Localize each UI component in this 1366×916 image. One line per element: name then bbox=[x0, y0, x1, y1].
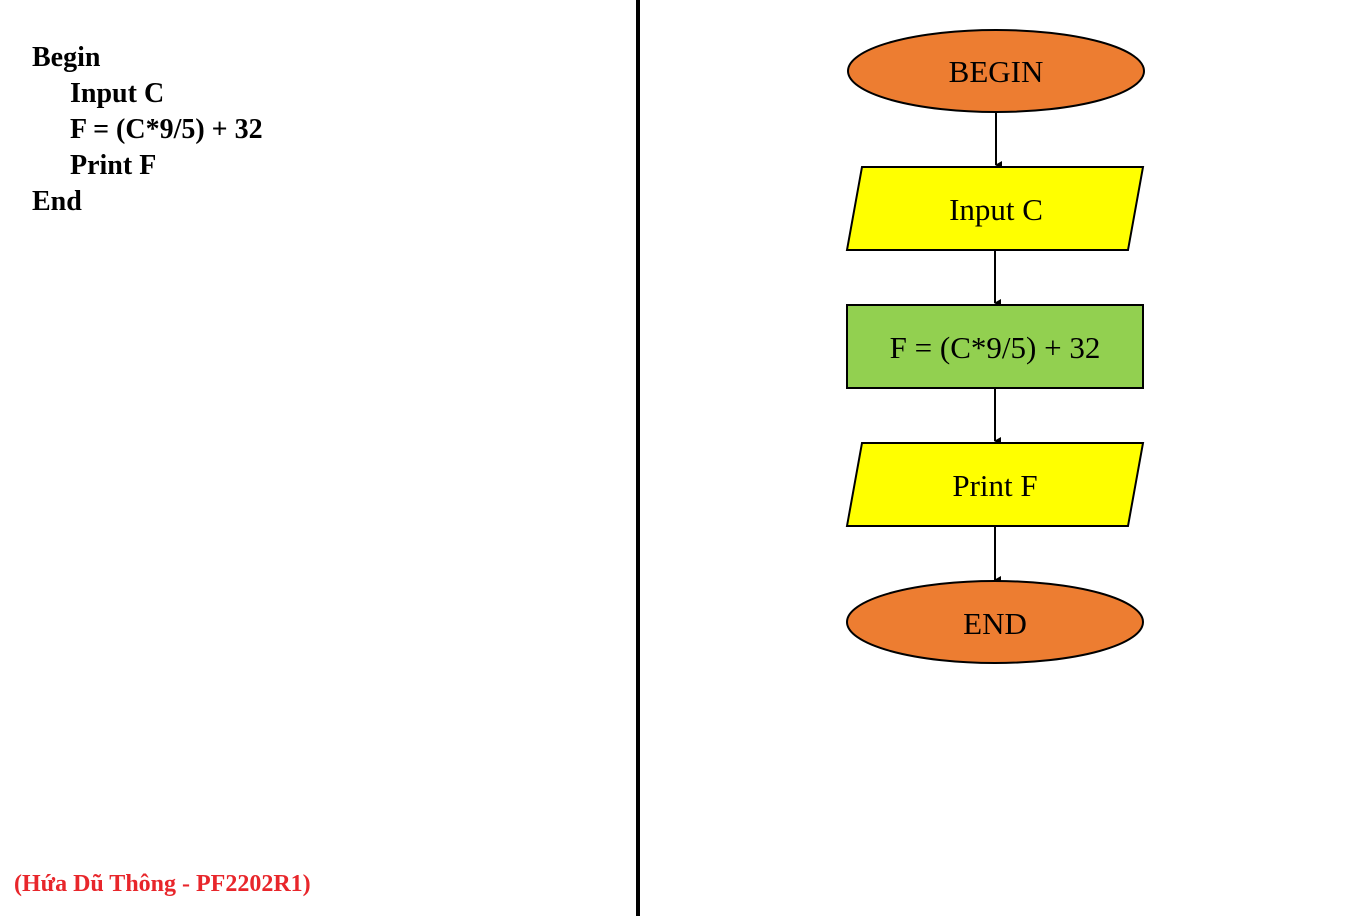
end-ellipse bbox=[846, 580, 1144, 664]
pseudocode-block: Begin Input C F = (C*9/5) + 32 Print F E… bbox=[32, 40, 263, 220]
author-credit: (Hứa Dũ Thông - PF2202R1) bbox=[14, 871, 311, 897]
pseudocode-line-formula: F = (C*9/5) + 32 bbox=[70, 114, 263, 145]
output-parallelogram bbox=[845, 442, 1145, 527]
input-node: Input C bbox=[845, 166, 1145, 251]
pseudocode-line-begin: Begin bbox=[32, 42, 101, 73]
output-node: Print F bbox=[845, 442, 1145, 527]
process-node: F = (C*9/5) + 32 bbox=[846, 304, 1144, 389]
input-parallelogram bbox=[845, 166, 1145, 251]
begin-label: BEGIN bbox=[949, 54, 1044, 89]
end-node: END bbox=[846, 580, 1144, 664]
output-label: Print F bbox=[952, 468, 1037, 503]
end-label: END bbox=[963, 606, 1027, 641]
pseudocode-line-input: Input C bbox=[70, 78, 165, 109]
process-label: F = (C*9/5) + 32 bbox=[890, 330, 1101, 365]
vertical-divider bbox=[636, 0, 640, 916]
pseudocode-line-print: Print F bbox=[70, 150, 157, 181]
begin-node: BEGIN bbox=[847, 29, 1145, 113]
input-label: Input C bbox=[949, 192, 1043, 227]
begin-ellipse bbox=[847, 29, 1145, 113]
pseudocode-line-end: End bbox=[32, 186, 82, 217]
process-rectangle bbox=[846, 304, 1144, 389]
